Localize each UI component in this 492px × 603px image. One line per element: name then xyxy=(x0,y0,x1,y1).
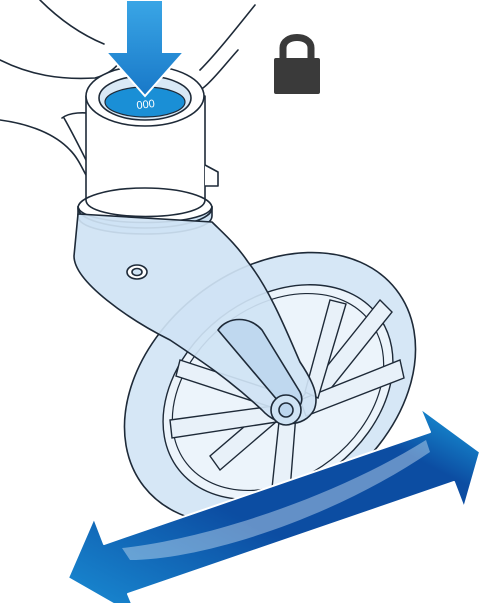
padlock-icon xyxy=(274,38,320,95)
button-marking: 000 xyxy=(136,98,156,112)
